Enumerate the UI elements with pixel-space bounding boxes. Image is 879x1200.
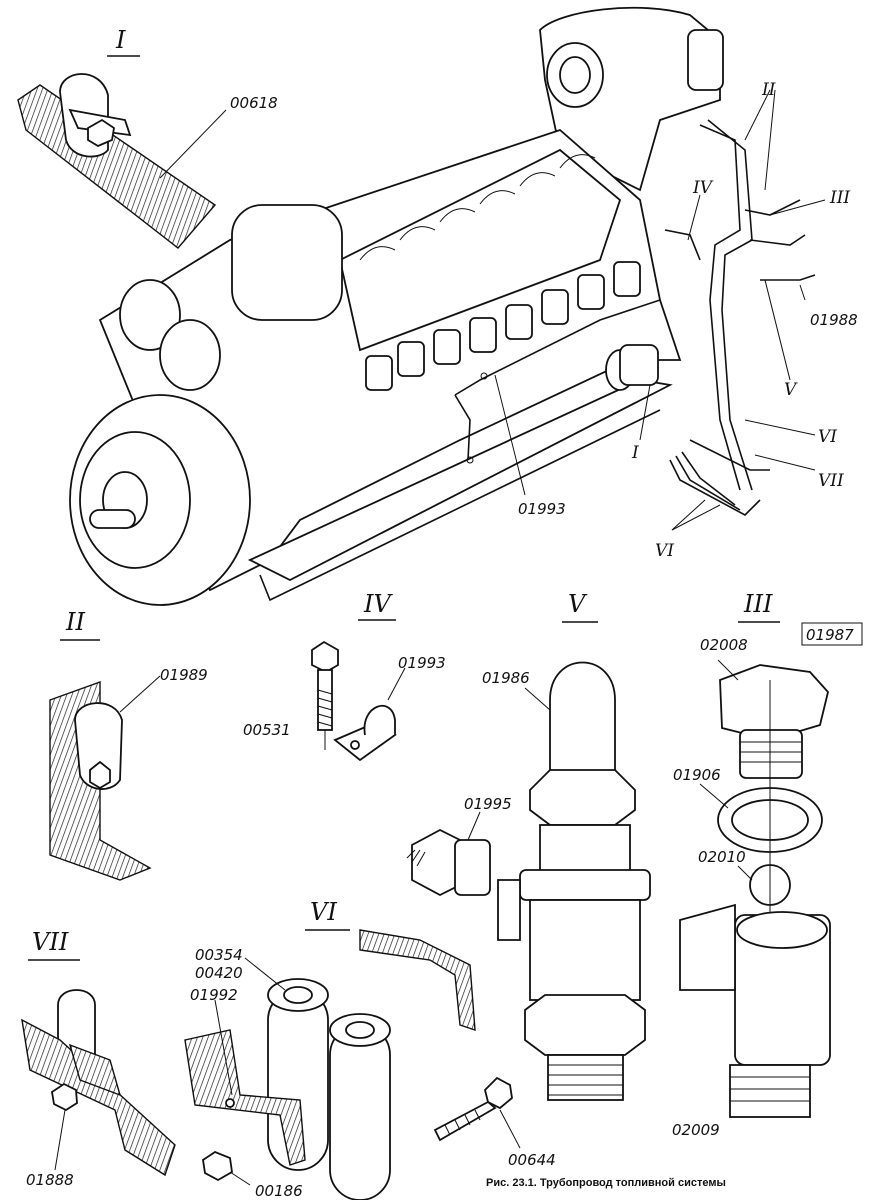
callout-vi-a: VI [818, 427, 837, 447]
view-ii-clamp [49, 681, 152, 881]
view-iv-title: IV [363, 590, 393, 618]
view-iii-tee [679, 664, 831, 1118]
view-iv-bolt-clip [311, 640, 397, 762]
view-i-clamp [17, 73, 227, 249]
bolt-00644 [433, 1076, 513, 1142]
part-label-00618: 00618 [230, 94, 278, 112]
view-vi-clamp-pipes [184, 929, 476, 1200]
diesel-engine [69, 6, 724, 606]
callout-i: I [631, 443, 639, 463]
part-label-01995: 01995 [464, 795, 512, 813]
part-label-00354: 00354 [195, 946, 243, 964]
part-label-02009: 02009 [672, 1121, 720, 1139]
part-label-01988: 01988 [810, 311, 858, 329]
part-label-01987: 01987 [806, 626, 854, 644]
view-ii-title: II [65, 608, 85, 636]
callout-vii: VII [818, 471, 844, 491]
callout-iii: III [829, 188, 850, 208]
callout-v: V [784, 380, 798, 400]
part-label-01989: 01989 [160, 666, 208, 684]
figure-caption: Рис. 23.1. Трубопровод топливной системы [486, 1177, 726, 1189]
callout-iv: IV [692, 178, 714, 198]
view-vi-title: VI [310, 898, 337, 926]
part-label-02008: 02008 [700, 636, 748, 654]
view-v-title: V [568, 590, 588, 618]
part-label-00644: 00644 [508, 1151, 556, 1169]
view-iii-title: III [743, 590, 773, 618]
view-vii-title: VII [32, 928, 69, 956]
part-label-01888: 01888 [26, 1171, 74, 1189]
part-label-01993-main: 01993 [518, 500, 566, 518]
view-vii-clamp [21, 989, 176, 1177]
part-label-01992: 01992 [190, 986, 238, 1004]
callout-vi-b: VI [655, 541, 674, 561]
part-label-01986: 01986 [482, 669, 530, 687]
part-label-00531: 00531 [243, 721, 291, 739]
view-v-valve [497, 661, 651, 1101]
part-label-02010: 02010 [698, 848, 746, 866]
part-label-01906: 01906 [673, 766, 721, 784]
fuel-pipe-bundle [664, 119, 816, 516]
fitting-01995 [406, 828, 491, 897]
part-label-00186: 00186 [255, 1182, 303, 1200]
part-label-00420: 00420 [195, 964, 243, 982]
view-i-title: I [115, 26, 126, 54]
part-label-01993-iv: 01993 [398, 654, 446, 672]
callout-ii: II [761, 80, 776, 100]
